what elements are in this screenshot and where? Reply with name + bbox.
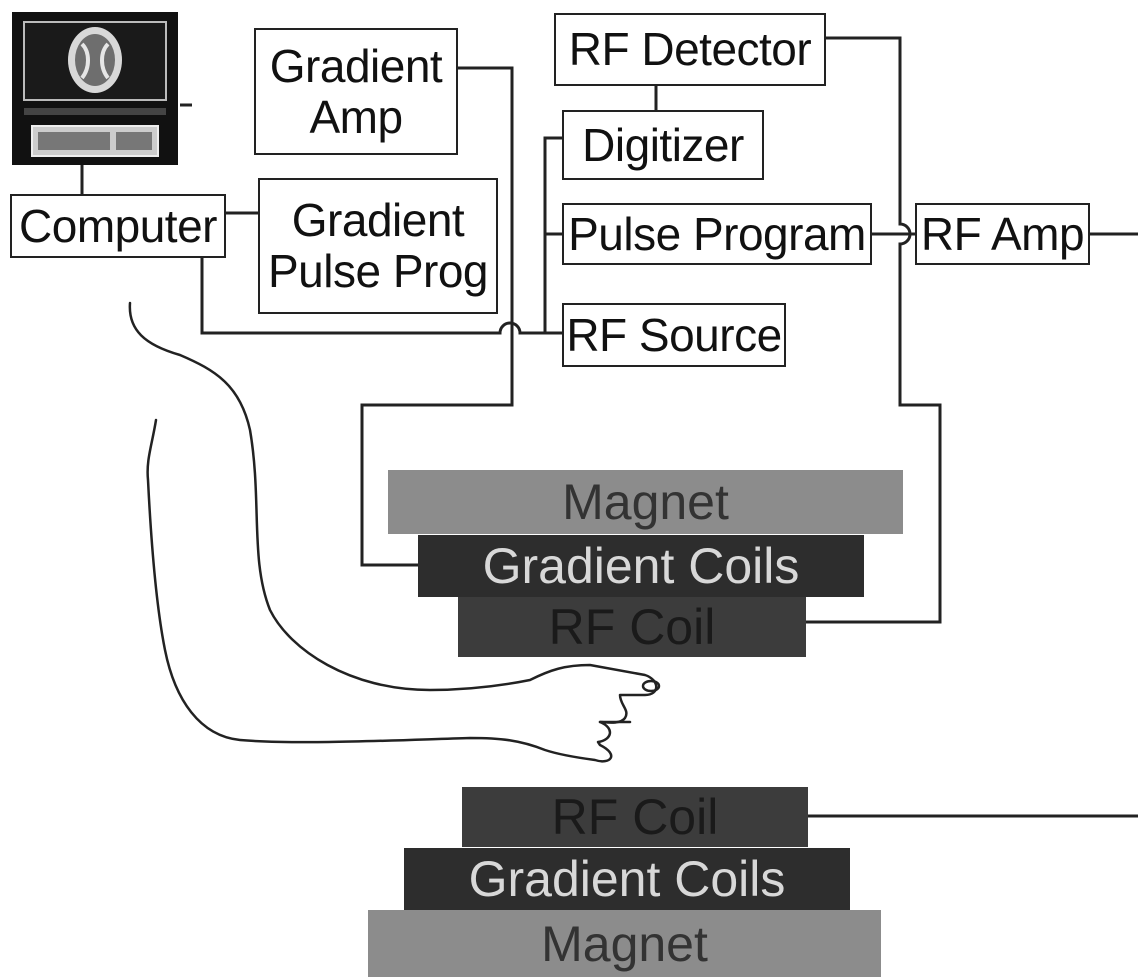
- gradient-pulse-prog-block: Gradient Pulse Prog: [258, 178, 498, 314]
- wire-control-bus: [543, 136, 562, 333]
- gradient-coils-bottom: Gradient Coils: [404, 848, 850, 910]
- rf-coil-top: RF Coil: [458, 597, 806, 657]
- brain-scan-icon: [68, 27, 122, 93]
- gradient-amp-block: Gradient Amp: [254, 28, 458, 155]
- gradient-coils-top: Gradient Coils: [418, 535, 864, 597]
- rf-source-block: RF Source: [562, 303, 786, 367]
- magnet-bottom: Magnet: [368, 910, 881, 977]
- rf-coil-bottom: RF Coil: [462, 787, 808, 847]
- wire-gradient-amp-coils: [360, 66, 514, 567]
- rf-amp-block: RF Amp: [915, 203, 1090, 265]
- rf-detector-block: RF Detector: [554, 13, 826, 86]
- digitizer-block: Digitizer: [562, 110, 764, 180]
- wire-computer-rf-source: [200, 258, 562, 335]
- computer-block: Computer: [10, 194, 226, 258]
- magnet-top: Magnet: [388, 470, 903, 534]
- pulse-program-block: Pulse Program: [562, 203, 872, 265]
- computer-monitor-icon: [12, 12, 178, 165]
- arm-pointing-icon: [128, 301, 661, 763]
- keyboard-icon: [31, 125, 159, 157]
- wire-rf-detector-coil: [806, 36, 942, 624]
